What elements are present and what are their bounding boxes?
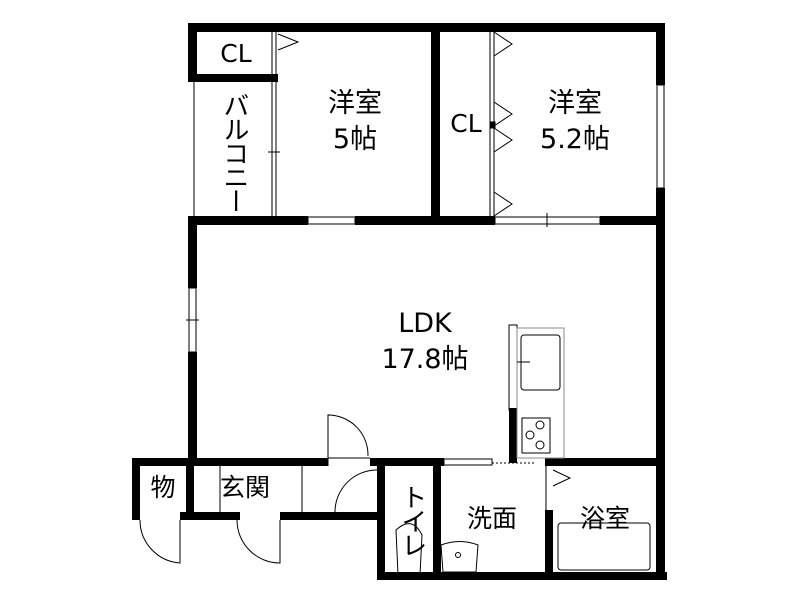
entrance-label: 玄関 bbox=[219, 473, 270, 502]
ldk-size: 17.8帖 bbox=[381, 344, 469, 375]
western-room-2-size: 5.2帖 bbox=[540, 124, 610, 155]
bathroom-label: 浴室 bbox=[579, 504, 630, 533]
western-room-1-name: 洋室 bbox=[328, 88, 382, 119]
windows-and-thin-lines bbox=[139, 31, 665, 576]
western-room-2-name: 洋室 bbox=[548, 88, 602, 119]
western-room-1-size: 5帖 bbox=[332, 124, 378, 155]
ldk-name: LDK bbox=[398, 308, 452, 339]
toilet-label: トイレ bbox=[396, 484, 427, 556]
washroom-label: 洗面 bbox=[466, 504, 517, 533]
balcony-label: バルコニー bbox=[218, 92, 249, 212]
closet-1-label: CL bbox=[220, 39, 252, 68]
closet-2-label: CL bbox=[450, 109, 482, 138]
storage-label: 物 bbox=[150, 473, 176, 502]
walls bbox=[132, 23, 667, 580]
